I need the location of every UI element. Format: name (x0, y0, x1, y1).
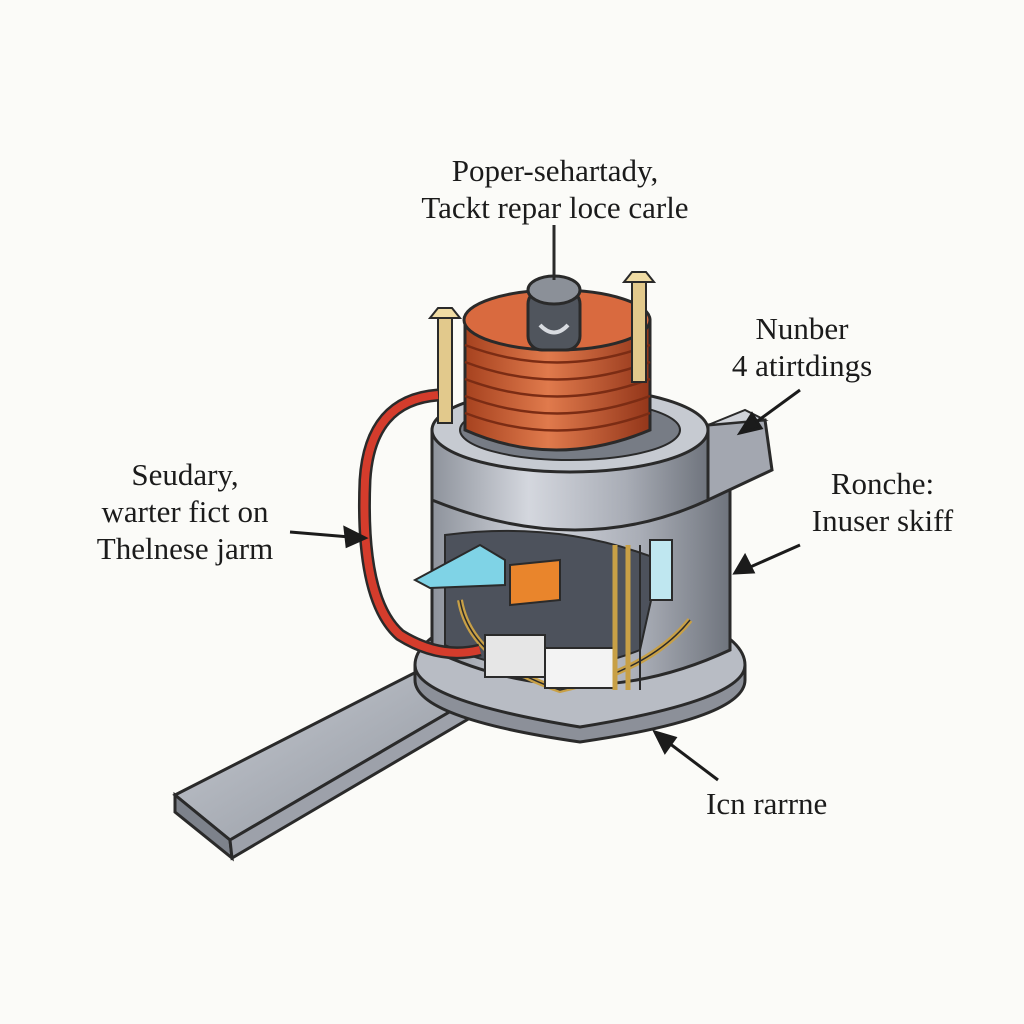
label-upper-right-line-2: 4 atirtdings (731, 348, 873, 383)
label-left-line-3: Thelnese jarm (96, 531, 274, 566)
label-top-line-1: Poper-sehartady, (451, 153, 659, 188)
leader-mid-right (747, 543, 801, 570)
leader-upper-right (751, 388, 801, 427)
terminal-posts (427, 271, 657, 424)
label-bottom-line-1: Icn rarrne (706, 786, 828, 821)
top-terminal (526, 225, 582, 352)
label-mid-right-line-2: Inuser skiff (811, 503, 954, 538)
label-mid-right-line-1: Ronche: (830, 466, 935, 501)
label-left-line-2: warter fict on (101, 494, 269, 529)
label-top: Poper-sehartady, Tackt repar loce carle (395, 152, 715, 226)
label-upper-right: Nunber 4 atirtdings (712, 310, 892, 384)
label-mid-right: Ronche: Inuser skiff (800, 465, 965, 539)
leader-bottom (664, 738, 719, 782)
label-bottom: Icn rarrne (706, 785, 906, 822)
leader-lines (289, 388, 801, 782)
leader-left (289, 530, 351, 539)
red-wire (357, 388, 482, 660)
label-top-line-2: Tackt repar loce carle (421, 190, 689, 225)
label-left-line-1: Seudary, (131, 457, 239, 492)
label-left: Seudary, warter fict on Thelnese jarm (70, 456, 300, 567)
label-upper-right-line-1: Nunber (755, 311, 849, 346)
